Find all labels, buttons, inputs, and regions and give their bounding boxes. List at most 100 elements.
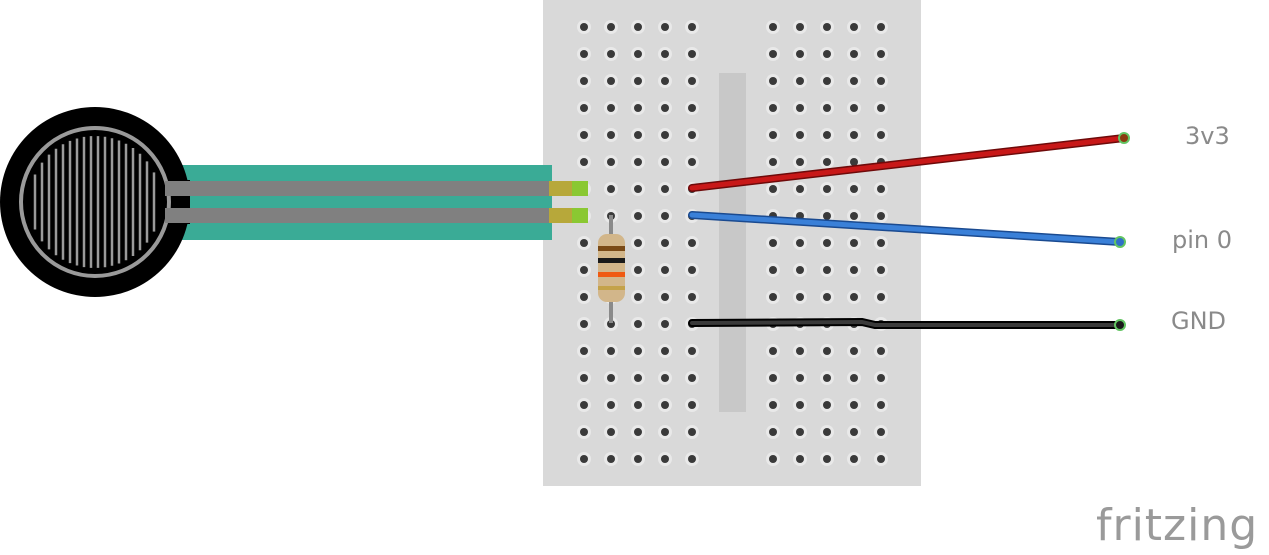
breadboard-hole xyxy=(769,374,777,382)
breadboard-hole xyxy=(850,77,858,85)
breadboard-hole xyxy=(850,185,858,193)
breadboard-hole xyxy=(634,104,642,112)
breadboard-hole xyxy=(661,23,669,31)
breadboard-hole xyxy=(634,347,642,355)
breadboard-hole xyxy=(661,347,669,355)
breadboard-hole xyxy=(823,212,831,220)
breadboard-hole xyxy=(580,239,588,247)
breadboard-hole xyxy=(634,293,642,301)
breadboard-hole xyxy=(823,428,831,436)
breadboard-hole xyxy=(823,131,831,139)
breadboard-hole xyxy=(796,131,804,139)
wire-ground[interactable] xyxy=(688,317,1126,331)
breadboard-hole xyxy=(877,455,885,463)
fritzing-logo: fritzing xyxy=(1096,500,1259,551)
breadboard-hole xyxy=(796,428,804,436)
breadboard-hole xyxy=(823,455,831,463)
breadboard-hole xyxy=(823,347,831,355)
breadboard-hole xyxy=(769,347,777,355)
breadboard-hole xyxy=(796,185,804,193)
breadboard-hole xyxy=(607,23,615,31)
breadboard-hole xyxy=(850,212,858,220)
breadboard-hole xyxy=(688,266,696,274)
breadboard-hole xyxy=(634,455,642,463)
breadboard-hole xyxy=(796,347,804,355)
breadboard-hole xyxy=(580,104,588,112)
breadboard-hole xyxy=(580,266,588,274)
resistor-icon xyxy=(598,215,625,323)
breadboard-hole xyxy=(850,401,858,409)
wire-power[interactable] xyxy=(688,132,1130,192)
breadboard-hole xyxy=(580,374,588,382)
breadboard-hole xyxy=(688,401,696,409)
breadboard-hole xyxy=(877,23,885,31)
breadboard-hole xyxy=(796,266,804,274)
breadboard-hole xyxy=(823,239,831,247)
breadboard-hole xyxy=(796,239,804,247)
breadboard-hole xyxy=(580,401,588,409)
breadboard-hole xyxy=(661,131,669,139)
breadboard-hole xyxy=(607,455,615,463)
force-sensitive-resistor-icon xyxy=(0,107,588,297)
breadboard-hole xyxy=(769,185,777,193)
breadboard-hole xyxy=(661,293,669,301)
breadboard-hole xyxy=(850,374,858,382)
breadboard-hole xyxy=(580,320,588,328)
breadboard-hole xyxy=(688,428,696,436)
breadboard-hole xyxy=(607,428,615,436)
breadboard-hole xyxy=(850,428,858,436)
breadboard-hole xyxy=(769,401,777,409)
breadboard-hole xyxy=(607,104,615,112)
breadboard-hole xyxy=(634,374,642,382)
breadboard-hole xyxy=(688,455,696,463)
breadboard-hole xyxy=(688,347,696,355)
breadboard-hole xyxy=(823,77,831,85)
breadboard-hole xyxy=(877,347,885,355)
breadboard-hole xyxy=(823,293,831,301)
breadboard-hole xyxy=(634,428,642,436)
breadboard-hole xyxy=(850,239,858,247)
breadboard-hole xyxy=(796,293,804,301)
breadboard-hole xyxy=(877,131,885,139)
breadboard-hole xyxy=(580,428,588,436)
breadboard-hole xyxy=(850,158,858,166)
breadboard-hole xyxy=(688,374,696,382)
breadboard-hole xyxy=(877,77,885,85)
breadboard-hole xyxy=(877,212,885,220)
breadboard-hole xyxy=(769,293,777,301)
breadboard-hole xyxy=(850,23,858,31)
breadboard-hole xyxy=(607,158,615,166)
breadboard-hole xyxy=(877,401,885,409)
breadboard-hole xyxy=(796,77,804,85)
breadboard-hole xyxy=(661,455,669,463)
breadboard-hole xyxy=(823,104,831,112)
breadboard-hole xyxy=(769,455,777,463)
wire-label-pin-0: pin 0 xyxy=(1172,226,1233,254)
breadboard-hole xyxy=(850,455,858,463)
breadboard-hole xyxy=(580,77,588,85)
breadboard-hole xyxy=(769,131,777,139)
breadboard-center-channel xyxy=(719,73,746,412)
wire-signal[interactable] xyxy=(688,211,1126,248)
breadboard-hole xyxy=(607,185,615,193)
breadboard-hole xyxy=(634,23,642,31)
breadboard-hole xyxy=(688,104,696,112)
breadboard-hole xyxy=(796,50,804,58)
breadboard-hole xyxy=(580,158,588,166)
breadboard-hole xyxy=(823,401,831,409)
breadboard-hole xyxy=(823,23,831,31)
breadboard-hole xyxy=(823,374,831,382)
breadboard-hole xyxy=(688,23,696,31)
breadboard-hole xyxy=(634,185,642,193)
breadboard-hole xyxy=(877,266,885,274)
wire-label-gnd: GND xyxy=(1171,307,1227,335)
breadboard-hole xyxy=(634,320,642,328)
breadboard-hole xyxy=(634,401,642,409)
breadboard-hole xyxy=(850,131,858,139)
breadboard-hole xyxy=(796,158,804,166)
breadboard-hole xyxy=(607,131,615,139)
breadboard-hole xyxy=(580,50,588,58)
breadboard-hole xyxy=(688,293,696,301)
breadboard-hole xyxy=(877,374,885,382)
